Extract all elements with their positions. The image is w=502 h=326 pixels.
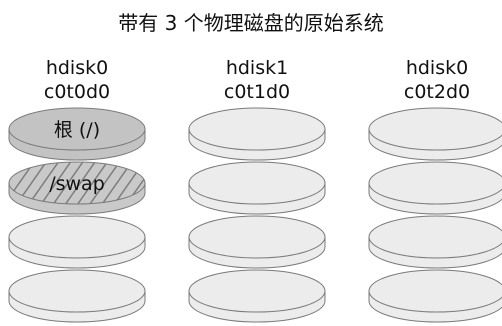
disk-2-platter-1	[188, 107, 326, 161]
diagram-title: 带有 3 个物理磁盘的原始系统	[118, 11, 384, 35]
disk-3-device: c0t2d0	[403, 81, 471, 103]
disk-2-label: hdisk1 c0t1d0	[192, 56, 322, 104]
disk-3-name: hdisk0	[405, 57, 469, 79]
disk-2-device: c0t1d0	[223, 81, 291, 103]
disk-3-label: hdisk0 c0t2d0	[372, 56, 502, 104]
disk-2-platter-3	[188, 215, 326, 269]
disk-1-device: c0t0d0	[43, 81, 111, 103]
disk-2-platter-4	[188, 269, 326, 323]
disk-2-name: hdisk1	[225, 57, 289, 79]
disk-1-platter-3	[8, 215, 146, 269]
disk-3-platter-3	[368, 215, 502, 269]
disk-3-platter-4	[368, 269, 502, 323]
disk-1-slice-label-1: 根 (/)	[54, 119, 100, 141]
disk-1-platter-2: /swap	[8, 161, 146, 215]
disk-3-platter-2	[368, 161, 502, 215]
disk-2-platter-2	[188, 161, 326, 215]
disk-1-platter-1: 根 (/)	[8, 107, 146, 161]
disk-1-name: hdisk0	[45, 57, 109, 79]
disk-3-platter-1	[368, 107, 502, 161]
disk-1-slice-label-2: /swap	[49, 173, 105, 195]
disk-1-label: hdisk0 c0t0d0	[12, 56, 142, 104]
disk-1-platter-4	[8, 269, 146, 323]
